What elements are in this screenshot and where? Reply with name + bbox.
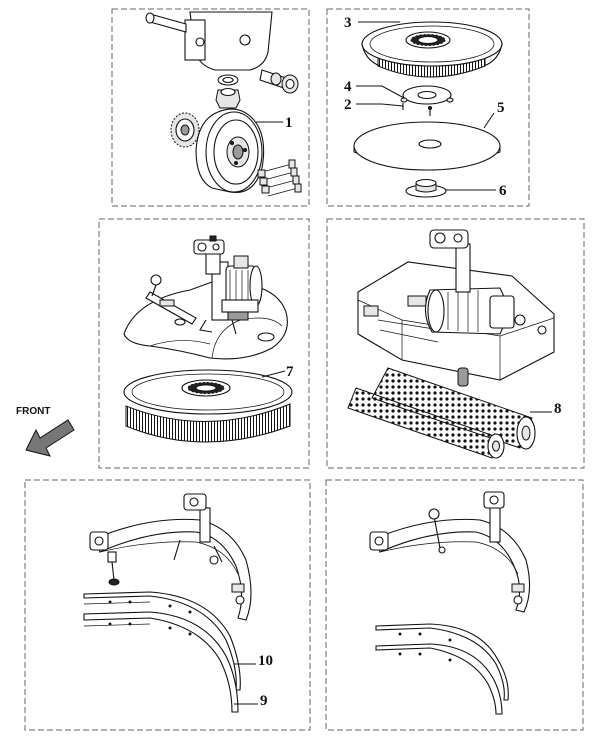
- axle-bolt: [259, 69, 299, 94]
- drive-sprocket: [170, 112, 200, 148]
- cylindrical-brushes: [347, 367, 536, 459]
- callout-1: 1: [285, 115, 293, 131]
- callout-4: 4: [344, 79, 352, 95]
- squeegee-frame: [89, 493, 252, 621]
- motor-bracket: [145, 11, 273, 71]
- floor-pad: [353, 121, 501, 171]
- panel-disc-brush-head: 7: [98, 218, 310, 469]
- panel-border: [326, 8, 530, 207]
- panel-cylindrical-brush-head: 8: [326, 218, 585, 469]
- panel-squeegee-disc: 10 9: [24, 479, 311, 731]
- callout-3: 3: [344, 15, 352, 31]
- cylindrical-brush-motor: [424, 287, 515, 335]
- pad-driver-disc: [361, 21, 503, 78]
- spacer-washer: [217, 74, 239, 86]
- panel-border: [325, 479, 584, 731]
- panel-border: [98, 218, 310, 469]
- squeegee-frame-cylindrical: [369, 491, 531, 613]
- front-arrow-icon: [25, 419, 75, 457]
- callout-5: 5: [497, 100, 505, 116]
- cylindrical-lift-actuator: [429, 229, 471, 293]
- wheel-bolts: [257, 159, 302, 197]
- panel-pad-driver: 3 4 2 5 6: [326, 8, 530, 207]
- callout-10: 10: [258, 653, 273, 669]
- panel-squeegee-cylindrical: [325, 479, 584, 731]
- panel-border: [326, 218, 585, 469]
- callout-7: 7: [286, 364, 294, 380]
- panel-border: [24, 479, 311, 731]
- callout-8: 8: [554, 401, 562, 417]
- disc-brush: [123, 369, 293, 443]
- callout-9: 9: [260, 693, 268, 709]
- drive-wheel: [195, 108, 265, 194]
- front-direction-indicator: FRONT: [16, 406, 75, 457]
- clutch-plate: [400, 85, 454, 105]
- hex-nut: [215, 87, 241, 109]
- brush-motor: [211, 255, 263, 321]
- linkage-arm: [145, 274, 197, 325]
- screws: [402, 103, 432, 116]
- callout-6: 6: [499, 183, 507, 199]
- front-label: FRONT: [16, 406, 50, 417]
- panel-border: [111, 8, 310, 207]
- pad-centering-device: [405, 178, 447, 198]
- callout-2: 2: [344, 97, 352, 113]
- squeegee-blades: [83, 591, 241, 713]
- panel-wheel-assembly: 1: [111, 8, 310, 207]
- lift-actuator: [193, 235, 225, 275]
- squeegee-blades-cylindrical: [375, 623, 509, 715]
